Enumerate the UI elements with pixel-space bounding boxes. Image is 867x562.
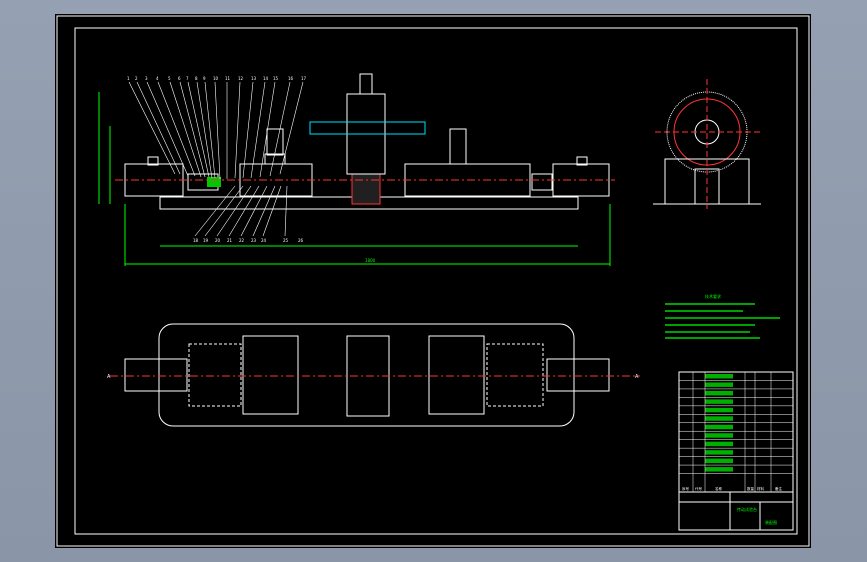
- sheet-border-inner: [74, 27, 798, 535]
- title-block-drawing-no: 装配图: [765, 519, 777, 525]
- bom-row-text: [705, 433, 733, 438]
- bom-header-cell: 材料: [757, 486, 765, 491]
- balloon-label-bottom: 20: [215, 238, 221, 243]
- balloon-label-top: 8: [195, 76, 198, 81]
- balloon-label-top: 15: [273, 76, 279, 81]
- balloon-label-top: 12: [238, 76, 244, 81]
- bom-row-text: [705, 374, 733, 379]
- right-coupling: [531, 173, 553, 191]
- balloon-label-top: 16: [288, 76, 294, 81]
- balloon-label-top: 5: [168, 76, 171, 81]
- balloon-label-top: 10: [213, 76, 219, 81]
- front-section-view: 1800: [98, 73, 615, 266]
- balloon-label-bottom: 21: [227, 238, 233, 243]
- tech-requirements-heading: 技术要求: [705, 293, 721, 299]
- bom-row-text: [705, 467, 733, 472]
- view-marker-right: A: [635, 374, 639, 380]
- bom-header-cell: 名称: [715, 486, 723, 491]
- balloon-label-bottom: 25: [283, 238, 289, 243]
- bom-row-text: [705, 450, 733, 455]
- plan-right-gearbox: [428, 335, 485, 415]
- view-marker-left: A: [107, 374, 111, 380]
- bom-row-text: [705, 390, 733, 396]
- balloon-label-top: 11: [225, 76, 231, 81]
- balloon-label-bottom: 19: [203, 238, 209, 243]
- balloon-label-bottom: 26: [298, 238, 304, 243]
- title-block: 传动试验台 装配图: [678, 491, 794, 531]
- balloon-label-bottom: 24: [261, 238, 267, 243]
- bom-header-cell: 代号: [695, 486, 703, 491]
- plan-view: A A: [107, 323, 640, 427]
- dim-total-length: 1800: [365, 258, 376, 263]
- balloon-leaders-top: [128, 81, 304, 180]
- balloon-label-top: 6: [178, 76, 181, 81]
- bom-row-text: [705, 441, 733, 447]
- bill-of-materials: 序号代号 名称 数量材料 备注: [678, 371, 794, 493]
- balloon-label-top: 7: [186, 76, 189, 81]
- side-view: [653, 79, 761, 209]
- technical-requirements: 技术要求: [665, 293, 780, 339]
- central-pedestal: [351, 173, 381, 205]
- balloon-leaders-bottom: [194, 185, 288, 237]
- bom-row-text: [705, 399, 733, 404]
- assembly-drawing: 1800: [56, 15, 810, 547]
- sheet-border-outer: [56, 15, 810, 547]
- balloon-label-bottom: 23: [251, 238, 257, 243]
- balloon-label-top: 4: [156, 76, 159, 81]
- balloon-label-top: 14: [263, 76, 269, 81]
- balloon-label-top: 17: [301, 76, 307, 81]
- bom-row-text: [705, 416, 733, 421]
- plan-left-motor: [124, 358, 188, 392]
- bom-row-text: [705, 407, 733, 413]
- plan-base-outline: [158, 323, 575, 427]
- title-block-name: 传动试验台: [737, 506, 757, 512]
- plan-right-motor: [546, 358, 610, 392]
- bom-row-text: [705, 458, 733, 464]
- balloon-label-bottom: 22: [239, 238, 245, 243]
- bom-row-text: [705, 424, 733, 430]
- bom-row-text: [705, 382, 733, 387]
- bom-header-cell: 序号: [682, 486, 690, 491]
- bom-header-cell: 备注: [775, 486, 783, 491]
- balloon-label-top: 1: [127, 76, 130, 81]
- balloon-label-top: 13: [251, 76, 257, 81]
- balloon-label-top: 2: [135, 76, 138, 81]
- plan-left-gearbox: [242, 335, 299, 415]
- balloon-label-top: 9: [203, 76, 206, 81]
- bom-header-cell: 数量: [747, 486, 755, 491]
- balloon-label-bottom: 18: [193, 238, 199, 243]
- drawing-sheet: 1800: [55, 14, 811, 548]
- balloon-label-top: 3: [145, 76, 148, 81]
